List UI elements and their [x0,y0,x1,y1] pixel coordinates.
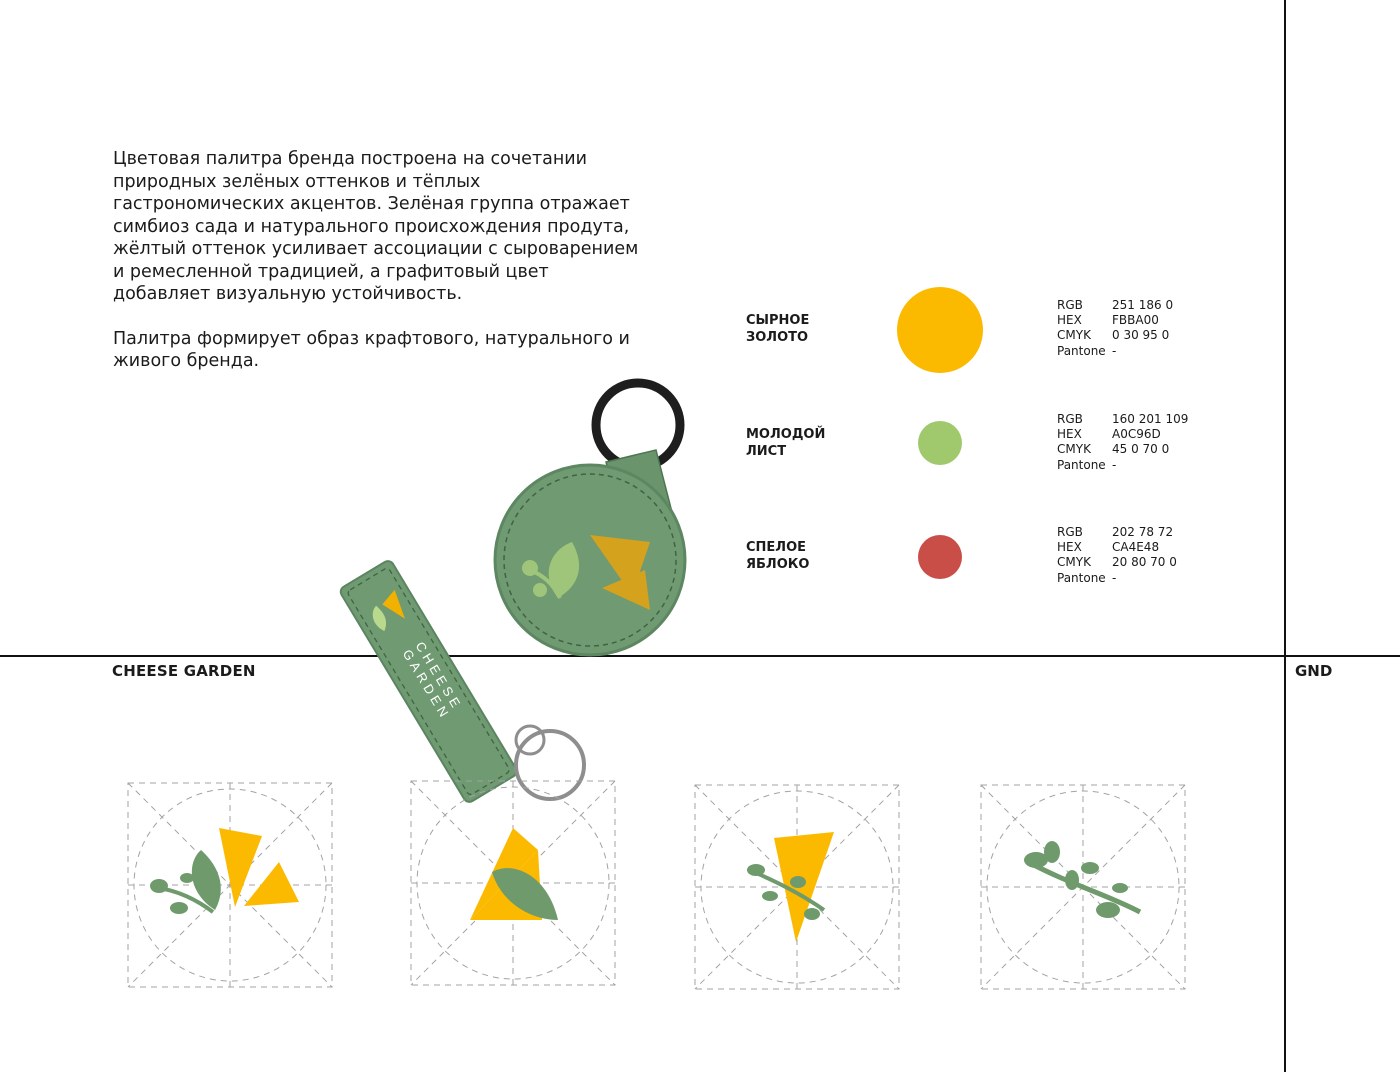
logo-construction-full [127,782,333,988]
vertical-divider [1284,0,1286,1072]
keychain-mockup-illustration: CHEESE GARDEN [339,378,687,803]
swatch-name-leaf: МОЛОДОЙ ЛИСТ [746,427,826,459]
swatch-name-gold: СЫРНОЕ ЗОЛОТО [746,313,810,345]
brand-name: CHEESE GARDEN [112,662,256,680]
round-fob [493,463,687,657]
logo-construction-cheese-sprout [694,784,900,990]
logo-construction-sprout [980,784,1186,990]
swatch-name-apple: СПЕЛОЕ ЯБЛОКО [746,540,810,572]
logo-construction-cheese-leaf [410,780,616,986]
split-ring-icon [514,729,586,801]
horizontal-divider [0,655,1400,657]
swatch-circle-gold [897,287,983,373]
swatch-circle-leaf [918,421,962,465]
brand-code: GND [1295,662,1333,680]
intro-text: Цветовая палитра бренда построена на соч… [113,148,643,395]
intro-paragraph-2: Палитра формирует образ крафтового, нату… [113,328,630,372]
intro-paragraph-1: Цветовая палитра бренда построена на соч… [113,149,639,304]
swatch-circle-apple [918,535,962,579]
